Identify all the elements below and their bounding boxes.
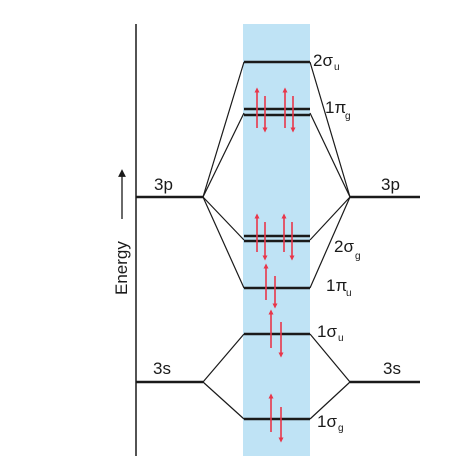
left-3p-label: 3p <box>154 175 173 194</box>
mo-sub-2sigma-u: u <box>334 62 340 73</box>
mo-label-2sigma-u: 2σ <box>313 51 333 70</box>
mo-label-2sigma-g: 2σ <box>334 237 354 256</box>
atomic-levels <box>136 195 420 384</box>
mo-label-1sigma-g: 1σ <box>317 412 337 431</box>
mo-label-1sigma-u: 1σ <box>317 322 337 341</box>
electrons <box>254 87 296 443</box>
left-3s-label: 3s <box>153 359 171 378</box>
energy-label: Energy <box>112 241 131 295</box>
mo-sub-1sigma-u: u <box>338 333 344 344</box>
mo-sub-1pi-u: u <box>346 288 352 299</box>
mo-label-1pi-g: 1π <box>325 98 346 117</box>
energy-axis-label: Energy <box>112 169 131 295</box>
right-3p-label: 3p <box>381 175 400 194</box>
mo-sub-1sigma-g: g <box>338 423 344 434</box>
mo-sub-1pi-g: g <box>345 111 351 122</box>
mo-levels <box>244 60 310 421</box>
right-3s-label: 3s <box>383 359 401 378</box>
mo-label-1pi-u: 1π <box>326 276 347 295</box>
mo-sub-2sigma-g: g <box>355 251 361 262</box>
connector-lines <box>202 61 351 420</box>
